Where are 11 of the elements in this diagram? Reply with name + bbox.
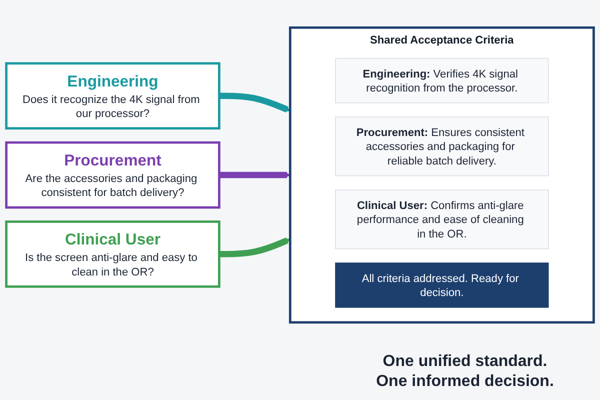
node-box: Engineering: Verifies 4K signal recognition from the processor. <box>335 58 549 104</box>
node-box: Procurement: Ensures consistent accessories and packaging for reliable batch delivery. <box>335 116 549 176</box>
arrow <box>219 92 290 113</box>
node-box: Clinical User: Confirms anti-glare performance and ease of cleaning in the OR. <box>335 190 549 250</box>
arrow <box>219 237 290 258</box>
tagline-text: One unified standard. One informed decision. <box>375 352 555 392</box>
node-box: Clinical User Is the screen anti-glare and easy to clean in the OR? <box>5 220 220 288</box>
node-box: Engineering Does it recognize the 4K signal from our processor? <box>5 62 220 130</box>
node-box: All criteria addressed. Ready for decision. <box>335 262 549 308</box>
node-box: Procurement Are the accessories and packaging consistent for batch delivery? <box>5 141 220 209</box>
arrow <box>219 172 290 178</box>
